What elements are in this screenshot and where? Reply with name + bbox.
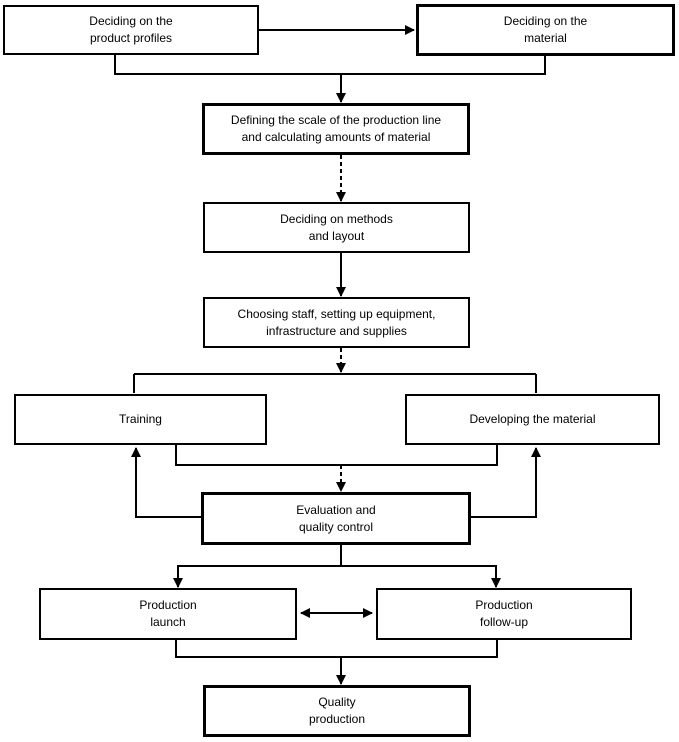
box-quality: Quality production bbox=[203, 685, 471, 737]
scale-text: Defining the scale of the production lin… bbox=[230, 113, 442, 144]
launch-text: Production launch bbox=[139, 598, 197, 629]
followup-text: Production follow-up bbox=[475, 598, 533, 629]
product-profiles-text: Deciding on the product profiles bbox=[89, 14, 173, 45]
material-text: Deciding on the material bbox=[503, 14, 588, 45]
quality-text: Quality production bbox=[308, 695, 366, 726]
developing-text: Developing the material bbox=[469, 412, 596, 426]
box-launch: Production launch bbox=[39, 588, 297, 640]
methods-text: Deciding on methods and layout bbox=[280, 211, 393, 243]
box-scale: Defining the scale of the production lin… bbox=[202, 103, 470, 155]
training-text: Training bbox=[119, 412, 162, 426]
arrow-eval-to-training bbox=[131, 447, 201, 518]
arrow-eval-to-developing bbox=[471, 447, 541, 518]
box-staff: Choosing staff, setting up equipment, in… bbox=[203, 297, 470, 348]
box-training: Training bbox=[14, 394, 267, 445]
box-evaluation: Evaluation and quality control bbox=[201, 492, 471, 545]
staff-text: Choosing staff, setting up equipment, in… bbox=[237, 306, 436, 338]
box-product-profiles: Deciding on the product profiles bbox=[3, 5, 259, 55]
evaluation-text: Evaluation and quality control bbox=[296, 502, 376, 534]
box-material: Deciding on the material bbox=[416, 4, 675, 56]
box-developing: Developing the material bbox=[405, 394, 660, 445]
box-methods: Deciding on methods and layout bbox=[203, 202, 470, 253]
box-followup: Production follow-up bbox=[376, 588, 632, 640]
